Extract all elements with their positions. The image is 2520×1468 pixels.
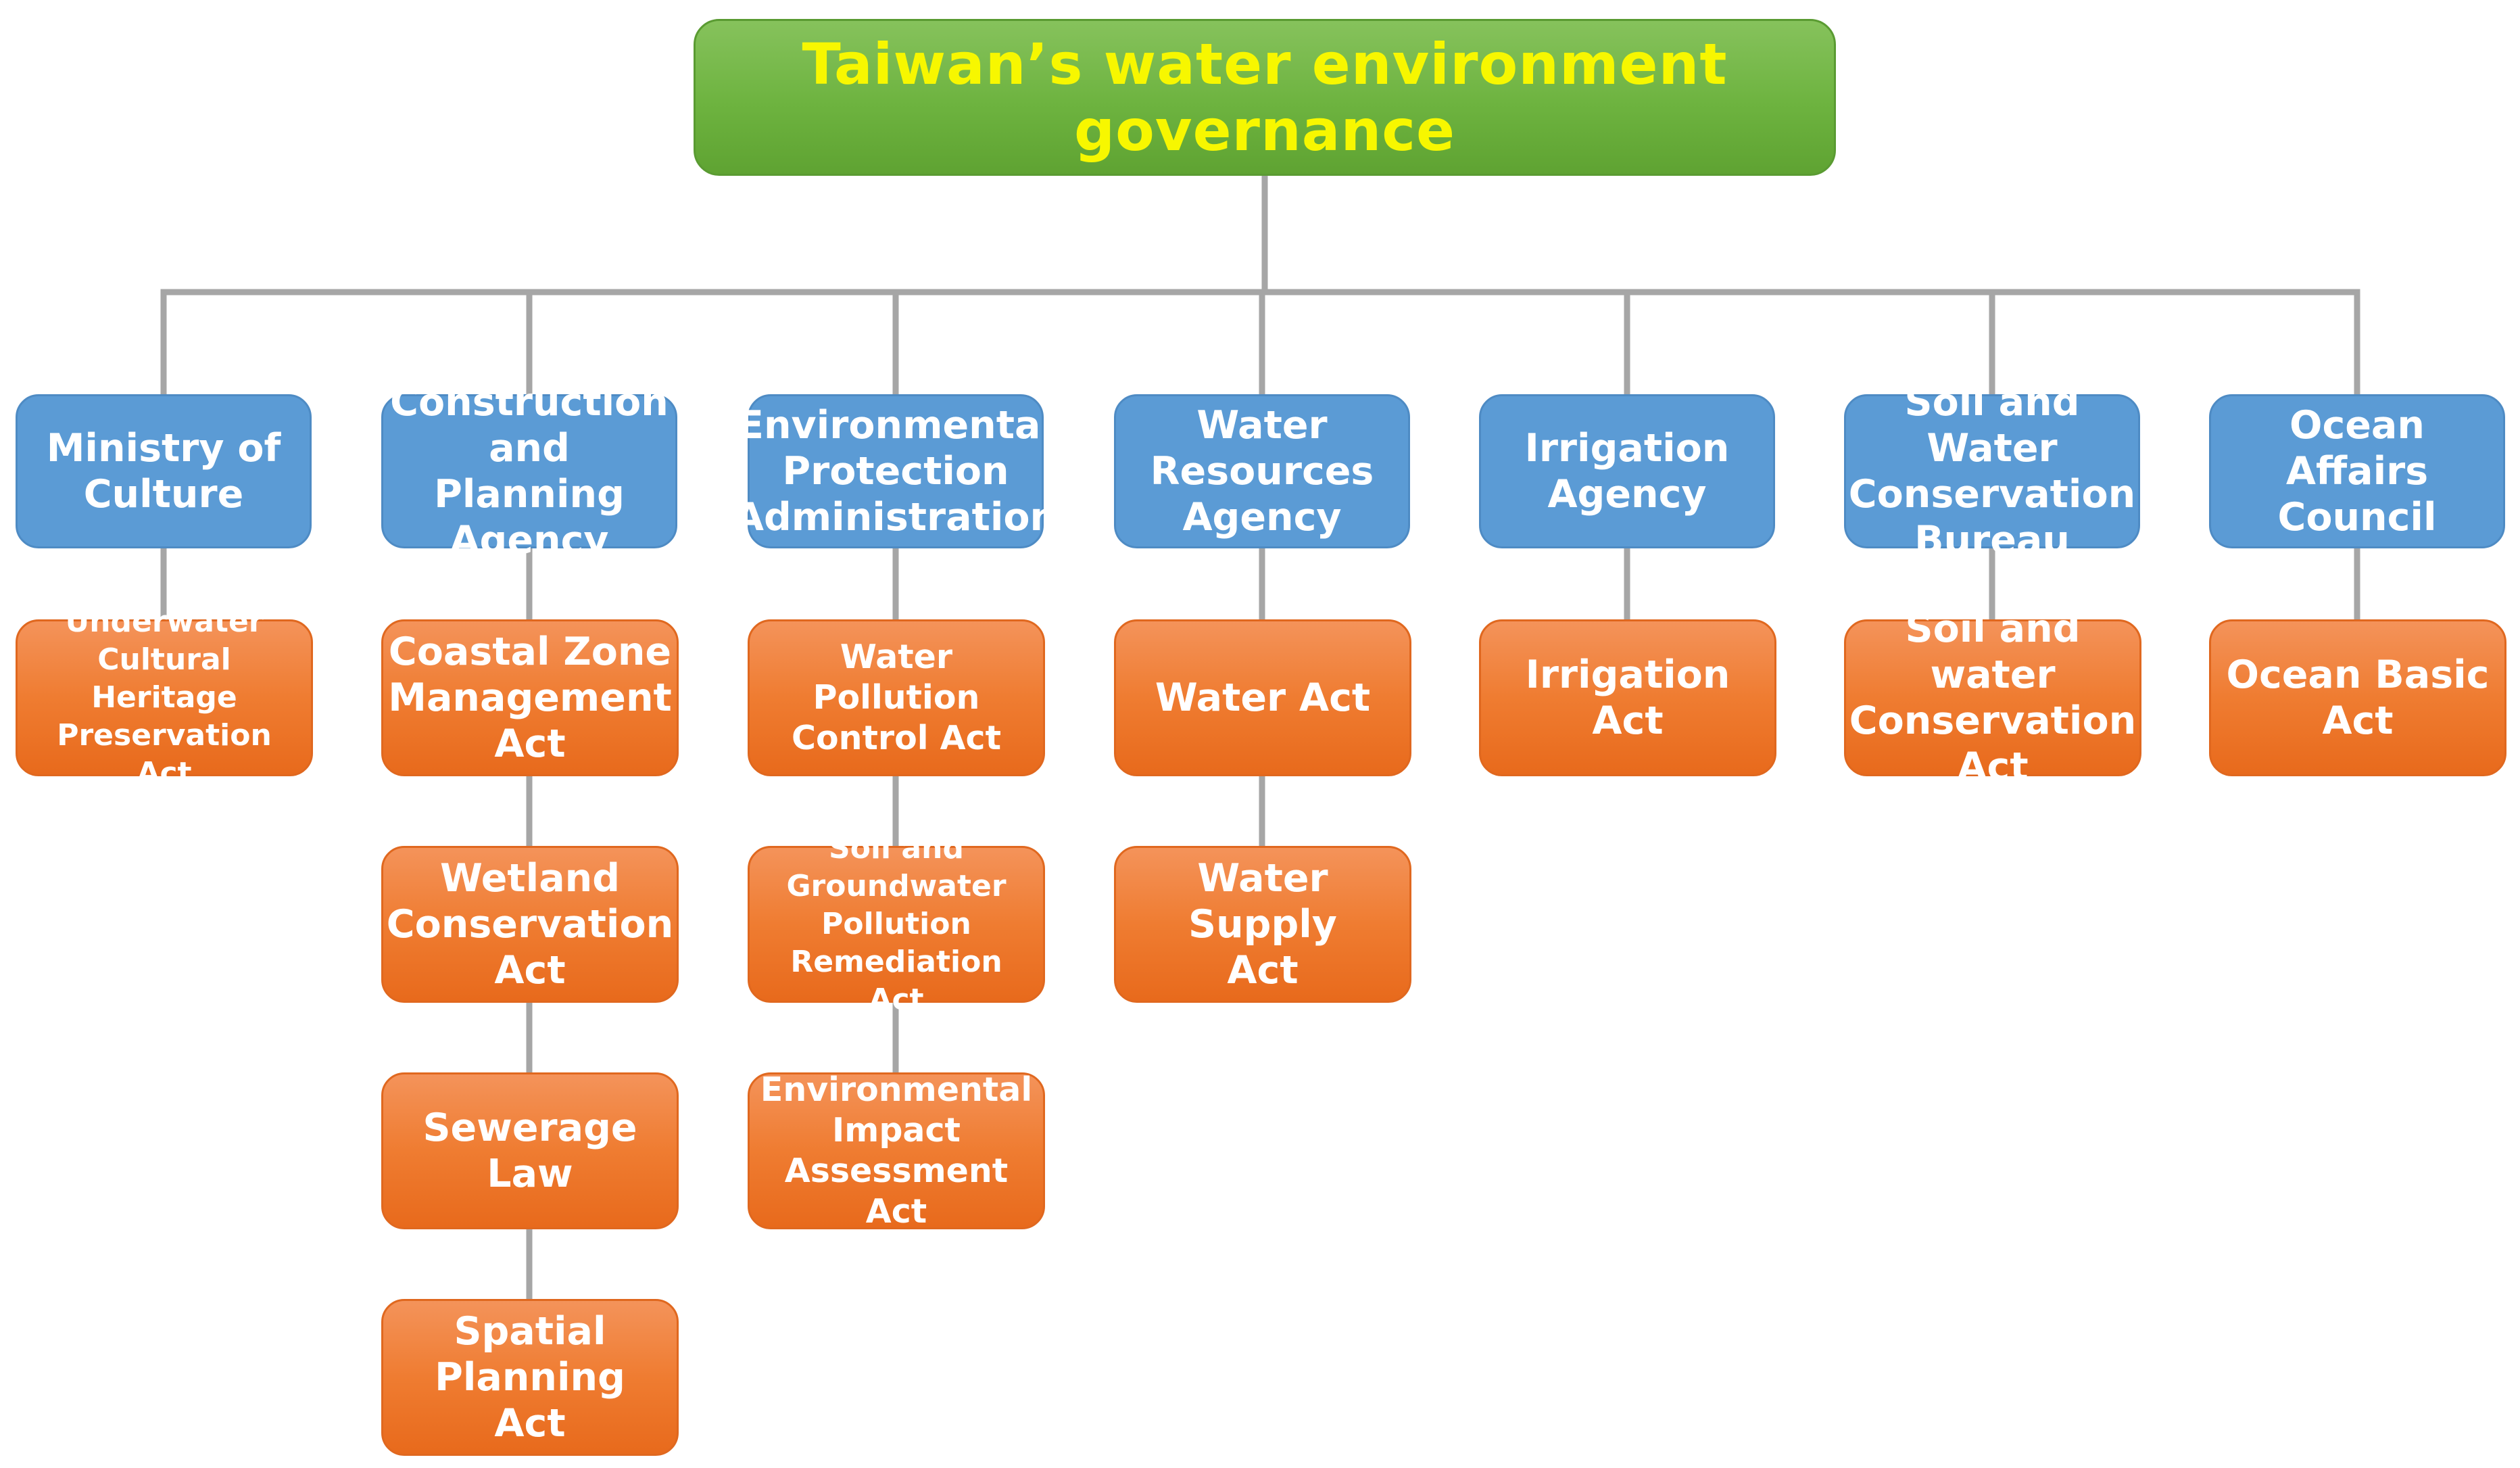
act-label: Underwater Cultural Heritage Preservatio… (57, 605, 272, 790)
act-environmental-impact-assessment: Environmental Impact Assessment Act (748, 1070, 1045, 1231)
act-label: Coastal Zone Management Act (388, 630, 672, 766)
agency-label: Water Resources Agency (1150, 403, 1374, 540)
root-title: Taiwan’s water environment governance (802, 31, 1728, 164)
act-spatial-planning: Spatial Planning Act (381, 1299, 679, 1456)
act-label: Soil and water Conservation Act (1849, 607, 2137, 789)
act-wetland-conservation: Wetland Conservation Act (381, 846, 679, 1003)
act-soil-groundwater-remediation: Soil and Groundwater Pollution Remediati… (748, 831, 1045, 1017)
act-water-supply: Water Supply Act (1114, 846, 1411, 1003)
act-label: Water Supply Act (1188, 856, 1337, 993)
act-soil-water-conservation: Soil and water Conservation Act (1844, 607, 2141, 789)
act-label: Irrigation Act (1525, 653, 1730, 743)
act-water: Water Act (1114, 619, 1411, 776)
agency-irrigation: Irrigation Agency (1479, 394, 1775, 548)
act-underwater-cultural-heritage: Underwater Cultural Heritage Preservatio… (16, 605, 313, 790)
agency-environmental-protection: Environmental Protection Administration (734, 394, 1057, 548)
act-irrigation: Irrigation Act (1479, 619, 1776, 776)
root-node: Taiwan’s water environment governance (694, 19, 1836, 176)
agency-label: Construction and Planning Agency (390, 380, 669, 563)
act-coastal-zone-management: Coastal Zone Management Act (381, 619, 679, 776)
act-label: Soil and Groundwater Pollution Remediati… (786, 831, 1007, 1017)
agency-label: Soil and Water Conservation Bureau (1848, 380, 2136, 563)
act-ocean-basic: Ocean Basic Act (2209, 619, 2506, 776)
agency-label: Environmental Protection Administration (733, 403, 1058, 540)
agency-water-resources: Water Resources Agency (1114, 394, 1410, 548)
act-label: Water Pollution Control Act (791, 638, 1001, 757)
act-label: Water Act (1155, 676, 1371, 720)
agency-label: Ocean Affairs Council (2277, 403, 2437, 540)
act-water-pollution-control: Water Pollution Control Act (748, 619, 1045, 776)
agency-label: Irrigation Agency (1524, 426, 1730, 517)
agency-soil-water-conservation: Soil and Water Conservation Bureau (1844, 380, 2140, 563)
agency-label: Ministry of Culture (46, 426, 281, 517)
act-label: Ocean Basic Act (2226, 653, 2490, 743)
act-sewerage-law: Sewerage Law (381, 1072, 679, 1229)
act-label: Spatial Planning Act (435, 1309, 625, 1446)
act-label: Wetland Conservation Act (386, 856, 674, 993)
agency-construction-planning: Construction and Planning Agency (381, 380, 677, 563)
agency-ministry-of-culture: Ministry of Culture (16, 394, 312, 548)
act-label: Sewerage Law (422, 1106, 637, 1196)
agency-ocean-affairs: Ocean Affairs Council (2209, 394, 2505, 548)
act-label: Environmental Impact Assessment Act (760, 1070, 1033, 1231)
